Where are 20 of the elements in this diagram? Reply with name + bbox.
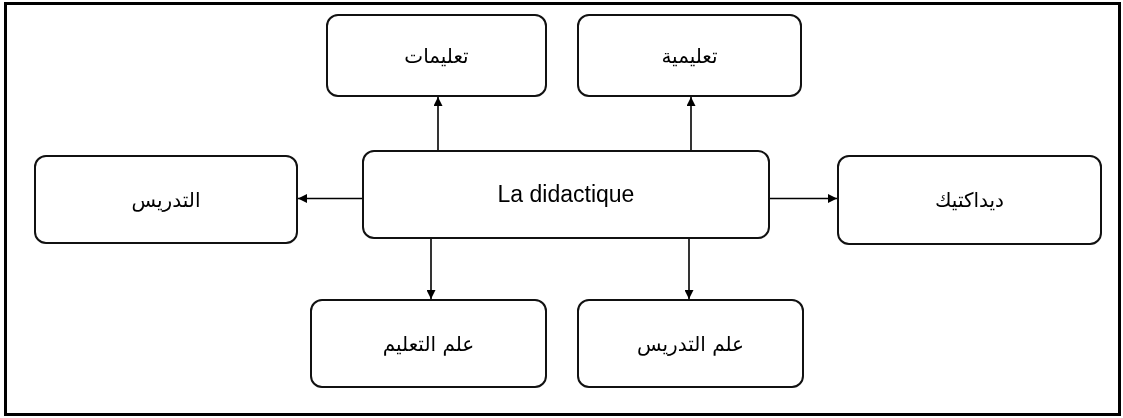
box-label: تعليمية	[661, 43, 718, 68]
box-label: علم التدريس	[636, 331, 745, 356]
arrow	[686, 96, 696, 151]
text-box	[326, 14, 547, 97]
arrow	[433, 96, 443, 151]
text-box	[34, 155, 298, 244]
arrow	[684, 238, 694, 300]
text-box	[577, 14, 802, 97]
text-box	[362, 150, 770, 239]
box-label: ديداكتيك	[935, 188, 1004, 212]
arrow	[426, 238, 436, 300]
box-label: تعليمات	[404, 43, 469, 68]
text-box	[837, 155, 1102, 245]
box-label: التدريس	[131, 187, 201, 212]
text-box	[310, 299, 547, 388]
box-label: La didactique	[497, 181, 635, 208]
box-label: علم التعليم	[382, 331, 475, 356]
arrow	[769, 194, 838, 203]
text-box	[577, 299, 804, 388]
arrow	[297, 194, 363, 203]
